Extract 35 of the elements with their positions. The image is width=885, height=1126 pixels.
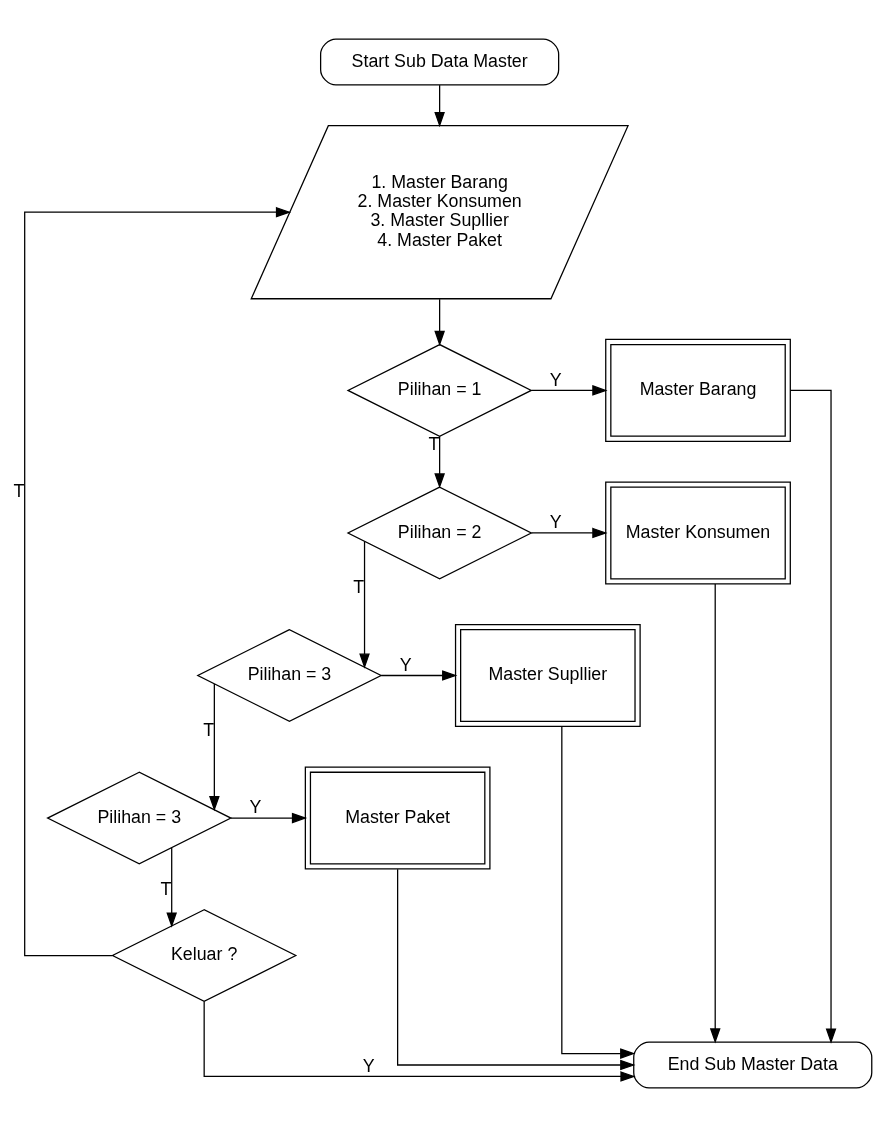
node-box: Master Paket — [304, 766, 491, 870]
arrow — [709, 582, 721, 1044]
node-box: End Sub Master Data — [633, 1040, 873, 1089]
arrow — [359, 540, 370, 669]
arrow — [434, 435, 445, 489]
arrow — [397, 868, 636, 1070]
node-diamond: Pilihan = 3 — [46, 771, 233, 865]
edge-label: T — [160, 878, 172, 899]
edge-label: T — [203, 719, 215, 740]
arrow — [530, 384, 608, 396]
edge-label: Y — [399, 654, 412, 675]
arrow — [166, 846, 178, 928]
arrow — [434, 298, 445, 346]
arrow — [203, 1000, 636, 1082]
arrow — [230, 812, 308, 823]
node-diamond: Pilihan = 2 — [346, 485, 533, 579]
edge-label: Y — [362, 1055, 375, 1076]
arrow — [789, 389, 837, 1044]
node-diamond: Pilihan = 1 — [346, 343, 533, 437]
node-box: Master Supllier — [454, 623, 641, 727]
arrow — [530, 527, 608, 538]
arrow — [434, 84, 445, 127]
node-box: Start Sub Data Master — [320, 37, 560, 86]
node-diamond: Pilihan = 3 — [196, 628, 383, 722]
edge-label: Y — [549, 511, 562, 532]
arrow — [561, 725, 636, 1059]
edge-label: Y — [249, 796, 262, 817]
arrow — [24, 206, 292, 956]
edge-label: T — [353, 576, 365, 597]
arrow — [380, 669, 458, 681]
node-box: Master Barang — [605, 338, 791, 442]
node-box: Master Konsumen — [605, 480, 791, 584]
edge-label: T — [13, 480, 25, 501]
edge-label: Y — [549, 369, 562, 390]
arrow — [209, 682, 220, 811]
